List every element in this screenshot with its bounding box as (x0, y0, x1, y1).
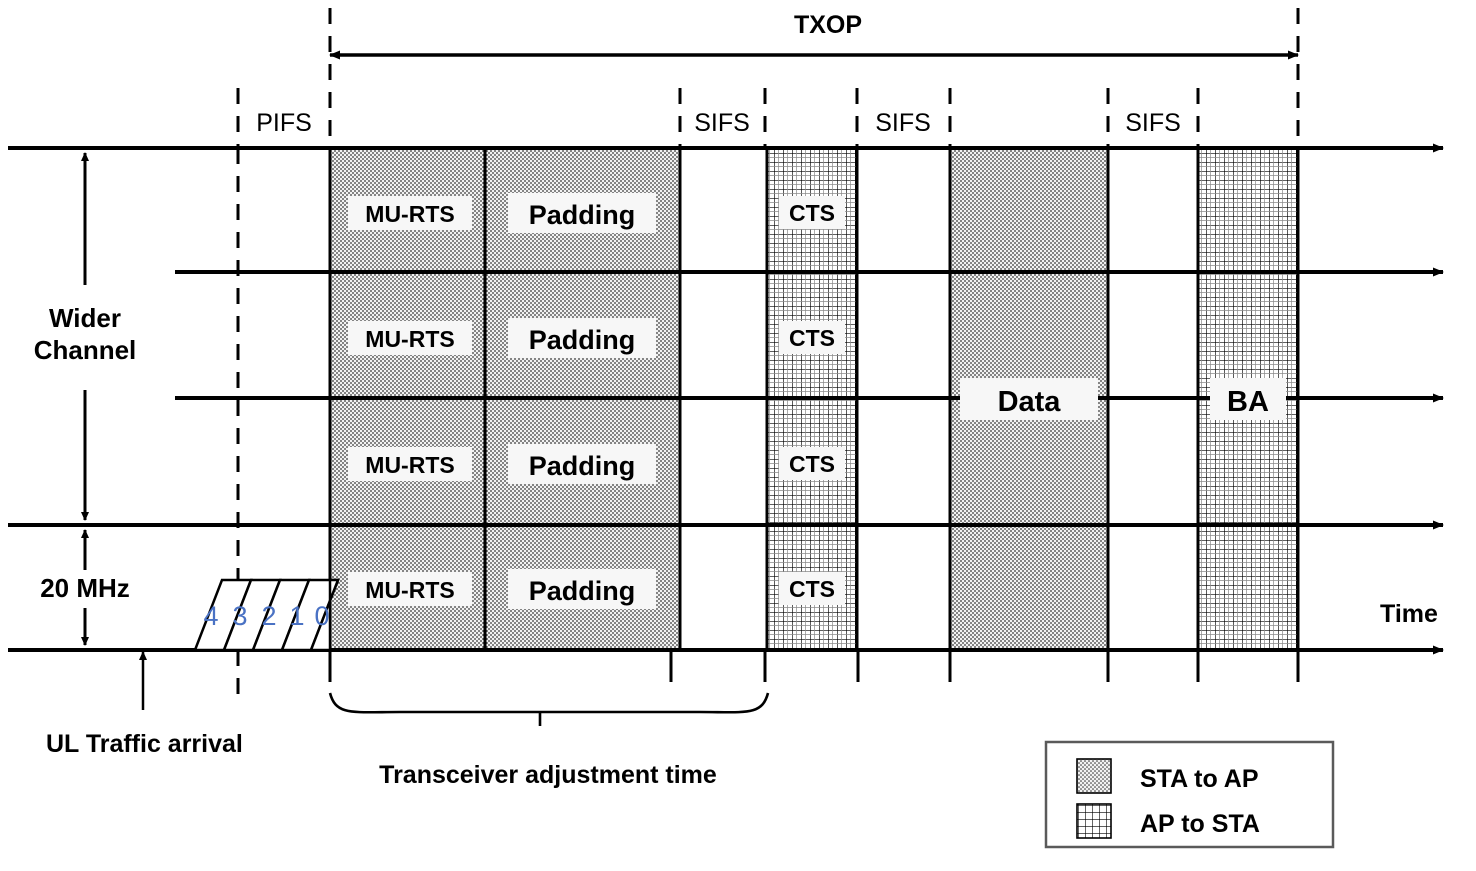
label-plaque (779, 321, 845, 354)
bandwidth-axis: Wider Channel 20 MHz (34, 152, 137, 646)
boundary-dashed-ticks-top (236, 8, 1300, 148)
boundary-dashed-ticks-bottom (236, 650, 1300, 700)
legend-swatch-sta-to-ap (1076, 758, 1112, 794)
time-axis-label: Time (1380, 600, 1438, 628)
sifs-label-1: SIFS (694, 109, 750, 137)
legend-swatch-ap-to-sta (1076, 803, 1112, 839)
legend-label-ap-to-sta: AP to STA (1140, 810, 1260, 838)
label-plaque (508, 193, 656, 233)
label-plaque (508, 569, 656, 609)
txop-span: TXOP (329, 11, 1299, 60)
pifs-label: PIFS (256, 109, 312, 137)
legend: STA to AP AP to STA (1044, 740, 1335, 849)
label-plaque (779, 572, 845, 605)
label-plaque (348, 196, 472, 230)
label-plaque (348, 572, 472, 606)
ul-traffic-arrival-label: UL Traffic arrival (46, 730, 243, 758)
transceiver-brace (328, 692, 770, 726)
transceiver-adjustment-annotation: Transceiver adjustment time (328, 692, 770, 789)
ba-label: BA (1227, 386, 1269, 418)
sifs-label-2: SIFS (875, 109, 931, 137)
cts-label-3: CTS (789, 451, 835, 477)
txop-label: TXOP (794, 11, 862, 39)
wider-channel-label-line2: Channel (34, 335, 137, 365)
ifs-labels: PIFS SIFS SIFS SIFS (256, 109, 1181, 137)
label-plaque (779, 447, 845, 480)
data-label: Data (998, 386, 1062, 418)
wider-channel-label-line1: Wider (49, 303, 121, 333)
cts-label-2: CTS (789, 325, 835, 351)
backoff-slot-label-4: 4 (203, 601, 218, 631)
backoff-slot-0 (309, 578, 340, 652)
mu-rts-label-1: MU-RTS (365, 201, 454, 227)
mu-rts-label-4: MU-RTS (365, 577, 454, 603)
label-plaque (1210, 378, 1286, 420)
label-plaque (960, 378, 1098, 420)
label-plaque (508, 318, 656, 358)
cts-label-1: CTS (789, 200, 835, 226)
padding-label-4: Padding (529, 576, 636, 606)
padding-label-3: Padding (529, 451, 636, 481)
padding-label-2: Padding (529, 325, 636, 355)
legend-label-sta-to-ap: STA to AP (1140, 765, 1259, 793)
backoff-slot-label-1: 1 (289, 601, 304, 631)
sifs-label-3: SIFS (1125, 109, 1181, 137)
backoff-slot-label-2: 2 (261, 601, 276, 631)
mu-rts-label-3: MU-RTS (365, 452, 454, 478)
cts-label-4: CTS (789, 576, 835, 602)
padding-label-1: Padding (529, 200, 636, 230)
transceiver-adjustment-label: Transceiver adjustment time (379, 761, 717, 789)
ul-traffic-arrival-annotation: UL Traffic arrival (46, 651, 243, 758)
label-plaque (779, 196, 845, 229)
mu-rts-label-2: MU-RTS (365, 326, 454, 352)
block-labels: MU-RTS Padding CTS MU-RTS Padding CTS MU… (348, 193, 1286, 609)
backoff-slots: 4 3 2 1 0 (193, 578, 340, 652)
backoff-slot-label-0: 0 (314, 601, 329, 631)
label-plaque (348, 321, 472, 355)
label-plaque (508, 444, 656, 484)
label-plaque (348, 447, 472, 481)
twenty-mhz-label: 20 MHz (40, 573, 130, 603)
backoff-slot-label-3: 3 (232, 601, 247, 631)
